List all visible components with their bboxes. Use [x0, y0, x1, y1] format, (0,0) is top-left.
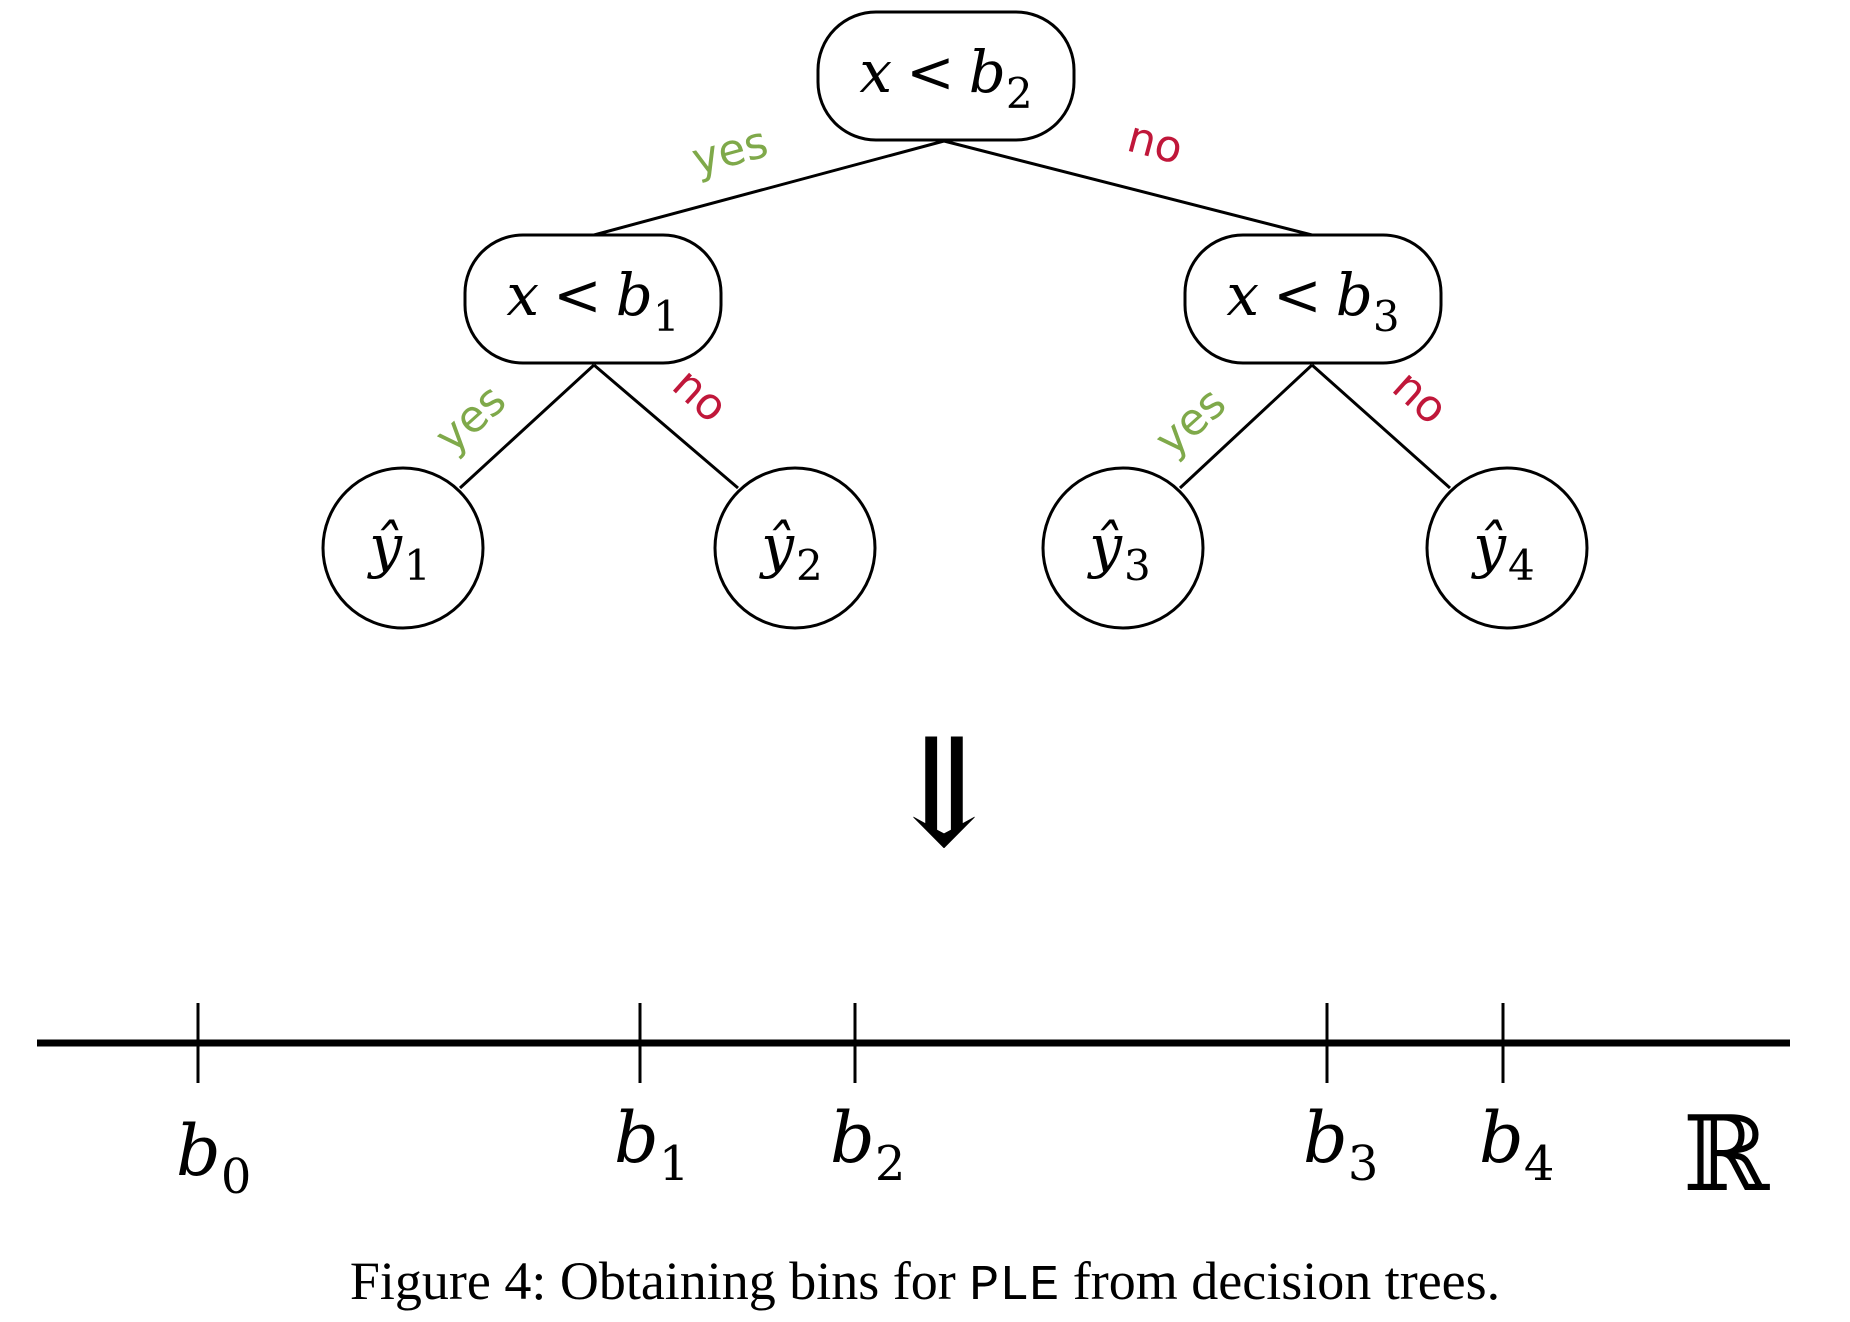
- svg-text:x<b2: x<b2: [859, 38, 1032, 118]
- svg-text:ŷ3: ŷ3: [1086, 512, 1151, 590]
- edge-root-right: [943, 139, 1313, 237]
- node-root-sub: 2: [1006, 69, 1033, 118]
- edge-left-leaf1: [458, 363, 596, 490]
- node-right-var: x: [1226, 261, 1259, 329]
- svg-text:ŷ4: ŷ4: [1470, 512, 1535, 590]
- edge-label-no-left: no: [663, 358, 738, 433]
- caption-code: PLE: [969, 1258, 1060, 1315]
- real-numbers-symbol: ℝ: [1683, 1093, 1771, 1215]
- node-left-sub: 1: [653, 292, 680, 341]
- tick-label-b2-sub: 2: [875, 1136, 906, 1192]
- edge-label-yes-root: yes: [687, 117, 774, 186]
- leaf-3-base: ŷ: [1086, 512, 1123, 580]
- tick-label-b1: b1: [614, 1097, 689, 1192]
- tick-label-b0-sub: 0: [221, 1149, 252, 1205]
- caption-suffix: from decision trees.: [1059, 1251, 1501, 1311]
- node-right-op: <: [1273, 261, 1322, 329]
- leaf-1-base: ŷ: [366, 512, 403, 580]
- figure-caption: Figure 4: Obtaining bins for PLE from de…: [0, 1250, 1850, 1315]
- node-left-op: <: [553, 261, 602, 329]
- tick-label-b2-base: b: [830, 1097, 875, 1179]
- node-root-var: x: [859, 38, 892, 106]
- tick-label-b2: b2: [830, 1097, 905, 1192]
- tick-label-b1-sub: 1: [659, 1136, 690, 1192]
- node-left-var: x: [506, 261, 539, 329]
- node-root-b: b: [969, 38, 1006, 106]
- tick-label-b1-base: b: [614, 1097, 659, 1179]
- edge-right-leaf3: [1178, 363, 1314, 490]
- tick-label-b0-base: b: [176, 1110, 221, 1192]
- caption-prefix: Figure 4: Obtaining bins for: [349, 1251, 970, 1311]
- leaf-4-base: ŷ: [1470, 512, 1507, 580]
- edge-left-leaf2: [593, 363, 739, 490]
- tick-label-b4: b4: [1479, 1097, 1554, 1192]
- leaf-4-sub: 4: [1508, 541, 1535, 590]
- edge-label-no-root: no: [1122, 111, 1188, 174]
- node-root-op: <: [906, 38, 955, 106]
- node-right: x<b3: [1183, 233, 1443, 365]
- implies-arrow: ⇓: [881, 707, 1007, 881]
- decision-tree-to-bins-figure: yes no yes no yes no x<b2 x<b1 x<b3 ŷ1 ŷ: [37, 10, 1790, 1215]
- node-right-b: b: [1336, 261, 1373, 329]
- node-root: x<b2: [816, 10, 1076, 142]
- svg-text:x<b3: x<b3: [1226, 261, 1399, 341]
- edge-root-left: [593, 139, 945, 237]
- leaf-2: ŷ2: [713, 466, 877, 630]
- leaf-2-sub: 2: [796, 541, 823, 590]
- node-right-sub: 3: [1373, 292, 1400, 341]
- tick-label-b3-sub: 3: [1348, 1136, 1379, 1192]
- tick-label-b4-sub: 4: [1524, 1136, 1555, 1192]
- leaf-1-sub: 1: [404, 541, 431, 590]
- leaf-4: ŷ4: [1425, 466, 1589, 630]
- tick-label-b0: b0: [176, 1110, 251, 1205]
- svg-text:ŷ2: ŷ2: [758, 512, 823, 590]
- leaf-3: ŷ3: [1041, 466, 1205, 630]
- svg-text:x<b1: x<b1: [506, 261, 679, 341]
- edge-label-no-right: no: [1383, 360, 1458, 435]
- leaf-2-base: ŷ: [758, 512, 795, 580]
- tick-label-b3: b3: [1303, 1097, 1378, 1192]
- node-left-b: b: [616, 261, 653, 329]
- svg-text:ŷ1: ŷ1: [366, 512, 431, 590]
- leaf-3-sub: 3: [1124, 541, 1151, 590]
- edge-right-leaf4: [1311, 363, 1451, 490]
- tick-label-b3-base: b: [1303, 1097, 1348, 1179]
- tick-label-b4-base: b: [1479, 1097, 1524, 1179]
- node-left: x<b1: [463, 233, 723, 365]
- edge-label-yes-right: yes: [1145, 377, 1236, 466]
- leaf-1: ŷ1: [321, 466, 485, 630]
